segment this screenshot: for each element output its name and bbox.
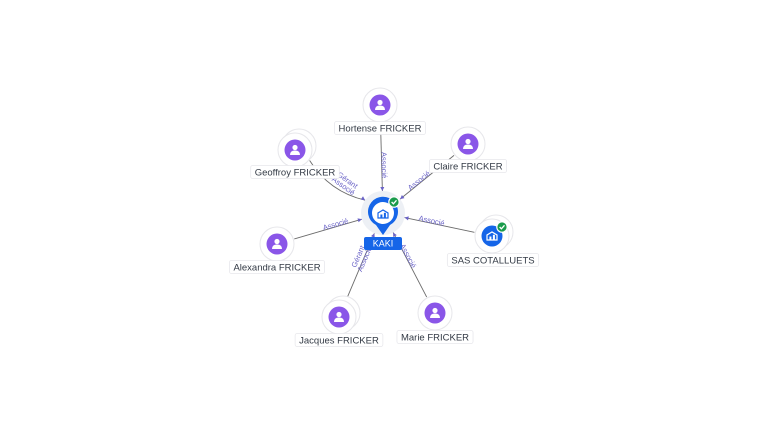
verified-check-icon xyxy=(496,221,508,233)
nodes-layer: Hortense FRICKER Claire FRICKER Geoffroy F… xyxy=(229,87,540,347)
node-geoffroy[interactable]: Geoffroy FRICKER xyxy=(250,128,340,179)
edge-arrow xyxy=(404,216,409,221)
edge-arrow xyxy=(380,186,385,192)
node-disc xyxy=(481,225,503,247)
node-label-background xyxy=(334,121,426,135)
edge-label: Associé xyxy=(322,216,350,232)
edge-sas: Associé xyxy=(404,214,475,233)
person-icon xyxy=(430,307,440,318)
node-label: Geoffroy FRICKER xyxy=(255,167,336,178)
edge-arrow xyxy=(360,196,366,201)
center-label: KAKI xyxy=(373,239,394,249)
node-label: Claire FRICKER xyxy=(433,161,502,172)
node-alexandra[interactable]: Alexandra FRICKER xyxy=(229,226,325,274)
company-building-icon xyxy=(377,209,389,219)
edge-line xyxy=(294,218,363,240)
node-label-background xyxy=(429,159,507,173)
center-label-box xyxy=(364,237,402,250)
node-claire[interactable]: Claire FRICKER xyxy=(429,126,507,173)
node-label: Marie FRICKER xyxy=(401,332,469,343)
person-icon xyxy=(463,138,473,149)
node-label: SAS COTALLUETS xyxy=(451,255,534,266)
node-label-background xyxy=(446,253,540,267)
node-label-background xyxy=(250,165,340,179)
company-building-icon xyxy=(486,231,498,241)
edge-label: Associé xyxy=(406,169,432,193)
edge-alexandra: Associé xyxy=(294,216,363,240)
node-marie[interactable]: Marie FRICKER xyxy=(396,295,474,344)
person-icon xyxy=(334,311,344,322)
person-icon xyxy=(272,238,282,249)
node-label-background xyxy=(294,333,384,347)
node-label: Hortense FRICKER xyxy=(339,123,422,134)
edge-label: Associé xyxy=(379,152,389,179)
edge-label: Associé xyxy=(418,214,446,228)
node-hortense[interactable]: Hortense FRICKER xyxy=(334,87,426,135)
person-icon xyxy=(375,99,385,110)
edge-arrow xyxy=(371,233,375,238)
edge-arrow xyxy=(393,232,397,237)
verified-check-icon xyxy=(388,196,400,208)
edge-arrow xyxy=(357,218,362,223)
node-sas[interactable]: SAS COTALLUETS xyxy=(446,214,540,267)
node-label: Jacques FRICKER xyxy=(299,335,379,346)
node-label-background xyxy=(229,260,325,274)
node-label-background xyxy=(396,330,474,344)
person-icon xyxy=(290,144,300,155)
node-jacques[interactable]: Jacques FRICKER xyxy=(294,295,384,347)
node-label: Alexandra FRICKER xyxy=(233,262,320,273)
edge-line xyxy=(404,217,475,233)
edge-arrow xyxy=(400,195,405,200)
center-company-node[interactable]: KAKI xyxy=(361,191,405,250)
